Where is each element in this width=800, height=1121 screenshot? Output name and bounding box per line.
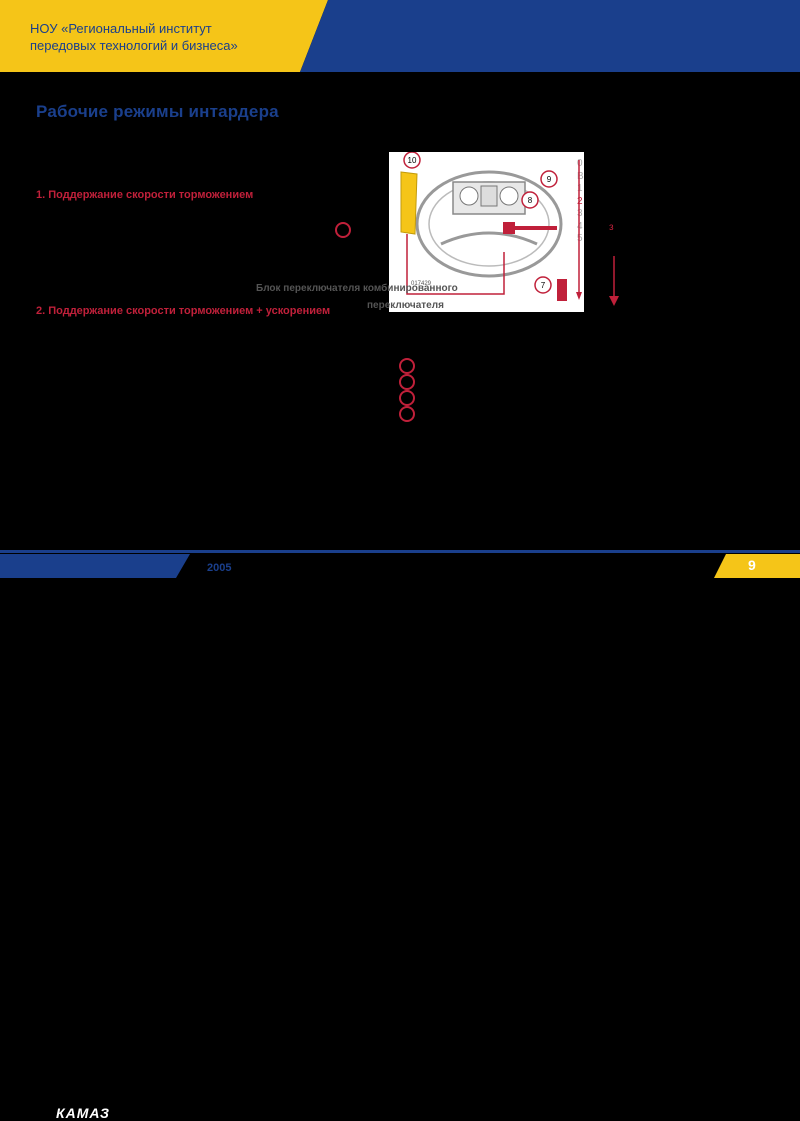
- footer-year: 2005: [207, 562, 232, 574]
- scale-position: B: [577, 170, 584, 182]
- callout-10: 10: [408, 156, 417, 165]
- header-background: [0, 0, 800, 72]
- callout-7: 7: [541, 281, 546, 290]
- bullet-circle-icon: [399, 390, 415, 406]
- org-line-1: НОУ «Региональный институт: [30, 21, 212, 36]
- scale-position: 3: [577, 208, 583, 219]
- header-banner: НОУ «Региональный институт передовых тех…: [0, 0, 800, 72]
- slide-title: Рабочие режимы интардера: [36, 102, 279, 121]
- bullet-circle-icon: [335, 222, 351, 238]
- scale-position: 1: [577, 183, 583, 194]
- bullet-circle-icon: [399, 374, 415, 390]
- callout-9: 9: [547, 175, 552, 184]
- steering-wheel-diagram: 10 9 8 7 017429: [389, 151, 584, 312]
- steering-wheel-illustration: 10 9 8 7 017429: [400, 151, 567, 301]
- kamaz-logo: КАМАЗ: [56, 1105, 110, 1121]
- org-line-2: передовых технологий и бизнеса»: [30, 38, 238, 53]
- bullet-circle-icon: [399, 406, 415, 422]
- lever-position-scale: 0 B 1 2 3 4 5: [577, 158, 597, 246]
- scale-position: 4: [577, 220, 583, 232]
- callout-8: 8: [528, 196, 533, 205]
- diagram-code: 017429: [411, 281, 432, 287]
- page-number: 9: [748, 557, 756, 573]
- diagram-caption-line-1: Блок переключателя комбинированного: [256, 283, 458, 294]
- mode-item-1: 1. Поддержание скорости торможением: [36, 189, 254, 201]
- scale-position: 0: [577, 158, 583, 169]
- diagram-caption-line-2: переключателя: [367, 300, 444, 311]
- footer-background: [0, 550, 800, 578]
- scale-position-active: 2: [577, 195, 583, 207]
- scale-arrow-icon: [576, 160, 582, 300]
- z-label: з: [609, 222, 614, 233]
- down-arrow-icon: [609, 256, 619, 306]
- mode-item-2: 2. Поддержание скорости торможением + ус…: [36, 305, 331, 317]
- organization-name: НОУ «Региональный институт передовых тех…: [30, 20, 238, 54]
- scale-position: 5: [577, 233, 583, 244]
- footer-banner: КАМАЗ: [0, 548, 800, 1121]
- bullet-circle-icon: [399, 358, 415, 374]
